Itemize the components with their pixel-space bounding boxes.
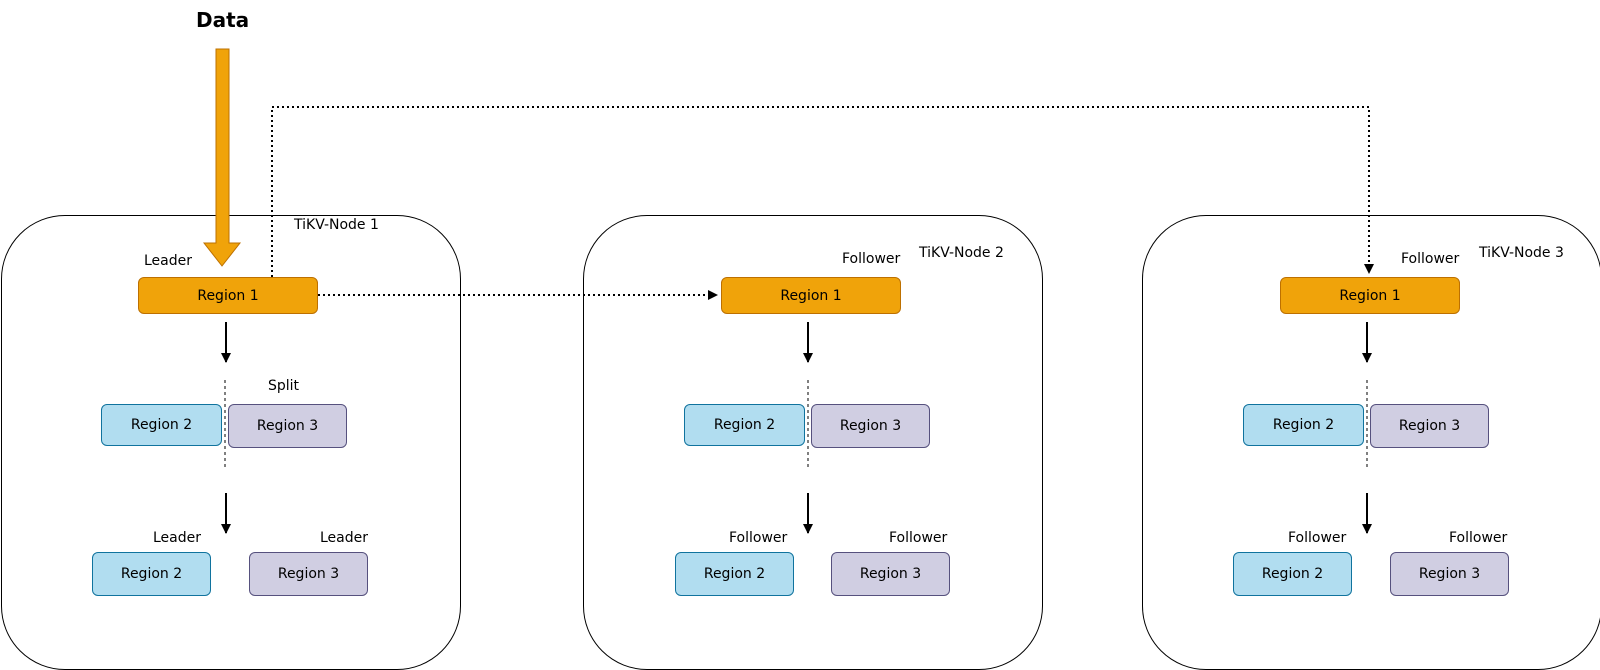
node-3-region1: Region 1	[1280, 277, 1460, 314]
node-3-result-region3-role: Follower	[1449, 530, 1508, 546]
node-3-result-region2-role: Follower	[1288, 530, 1347, 546]
node-3-region1-role: Follower	[1401, 251, 1460, 267]
node-1-result-region3: Region 3	[249, 552, 368, 596]
node-2-result-region2: Region 2	[675, 552, 794, 596]
node-2-region1-role: Follower	[842, 251, 901, 267]
node-1-split-region2: Region 2	[101, 404, 222, 446]
node-2-name: TiKV-Node 2	[919, 245, 1004, 261]
node-2-split-region2: Region 2	[684, 404, 805, 446]
node-1-split-region3: Region 3	[228, 404, 347, 448]
node-1-result-region3-role: Leader	[320, 530, 369, 546]
node-2-result-region2-role: Follower	[729, 530, 788, 546]
node-1-split-label: Split	[268, 378, 300, 394]
node-1-region1-role: Leader	[144, 253, 193, 269]
node-2-result-region3: Region 3	[831, 552, 950, 596]
node-3-name: TiKV-Node 3	[1479, 245, 1564, 261]
node-2-region1: Region 1	[721, 277, 901, 314]
node-3-result-region3: Region 3	[1390, 552, 1509, 596]
node-3-result-region2: Region 2	[1233, 552, 1352, 596]
node-3-split-region3: Region 3	[1370, 404, 1489, 448]
node-3-split-region2: Region 2	[1243, 404, 1364, 446]
node-1-name: TiKV-Node 1	[294, 217, 379, 233]
data-title: Data	[196, 8, 250, 32]
node-1-region1: Region 1	[138, 277, 318, 314]
node-1-result-region2-role: Leader	[153, 530, 202, 546]
node-1-result-region2: Region 2	[92, 552, 211, 596]
node-2-result-region3-role: Follower	[889, 530, 948, 546]
node-2-split-region3: Region 3	[811, 404, 930, 448]
